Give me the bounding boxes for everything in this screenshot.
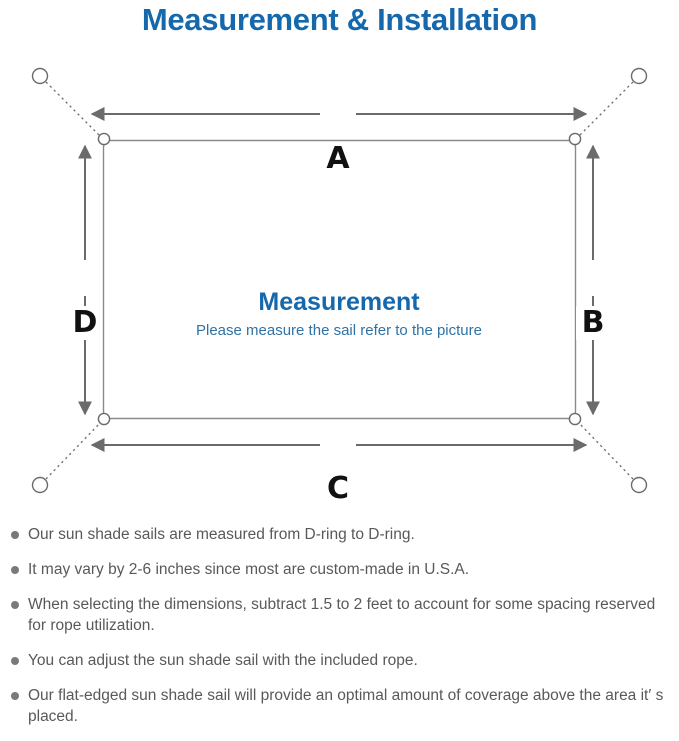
rope-line-top-right [576,81,634,139]
sail-rectangle [102,139,577,420]
sail-center-labels: Measurement Please measure the sail refe… [103,286,575,342]
bullet-icon [11,531,19,539]
d-ring-bottom-right-icon [568,412,582,426]
note-text: You can adjust the sun shade sail with t… [28,652,418,669]
measurement-subtitle: Please measure the sail refer to the pic… [196,322,482,339]
dimension-label-a: A [320,142,356,176]
anchor-point-bottom-left [31,476,49,494]
rope-line-top-left [45,81,103,139]
rope-line-bottom-right [576,420,634,480]
dimension-label-d: D [68,306,102,340]
list-item: You can adjust the sun shade sail with t… [0,650,679,671]
bullet-icon [11,566,19,574]
bullet-icon [11,692,19,700]
note-text: Our sun shade sails are measured from D-… [28,526,415,543]
bullet-icon [11,657,19,665]
dimension-label-c: C [320,472,356,506]
note-text: Our flat-edged sun shade sail will provi… [28,687,664,725]
measurement-heading: Measurement [258,288,420,316]
page-title: Measurement & Installation [141,2,538,37]
d-ring-top-left-icon [97,132,111,146]
anchor-point-top-right [630,67,648,85]
d-ring-bottom-left-icon [97,412,111,426]
diagram-svg [31,67,648,494]
anchor-point-bottom-right [630,476,648,494]
list-item: Our flat-edged sun shade sail will provi… [0,685,679,727]
list-item: It may vary by 2-6 inches since most are… [0,559,679,580]
list-item: When selecting the dimensions, subtract … [0,594,679,636]
rope-line-bottom-left [45,420,103,480]
measurement-diagram: A B C D Measurement Please measure the s… [0,48,679,513]
bullet-icon [11,601,19,609]
note-text: When selecting the dimensions, subtract … [28,596,656,634]
note-text: It may vary by 2-6 inches since most are… [28,561,470,578]
list-item: Our sun shade sails are measured from D-… [0,524,679,545]
dimension-label-b: B [576,306,610,340]
anchor-point-top-left [31,67,49,85]
d-ring-top-right-icon [568,132,582,146]
notes-list: Our sun shade sails are measured from D-… [0,524,679,741]
